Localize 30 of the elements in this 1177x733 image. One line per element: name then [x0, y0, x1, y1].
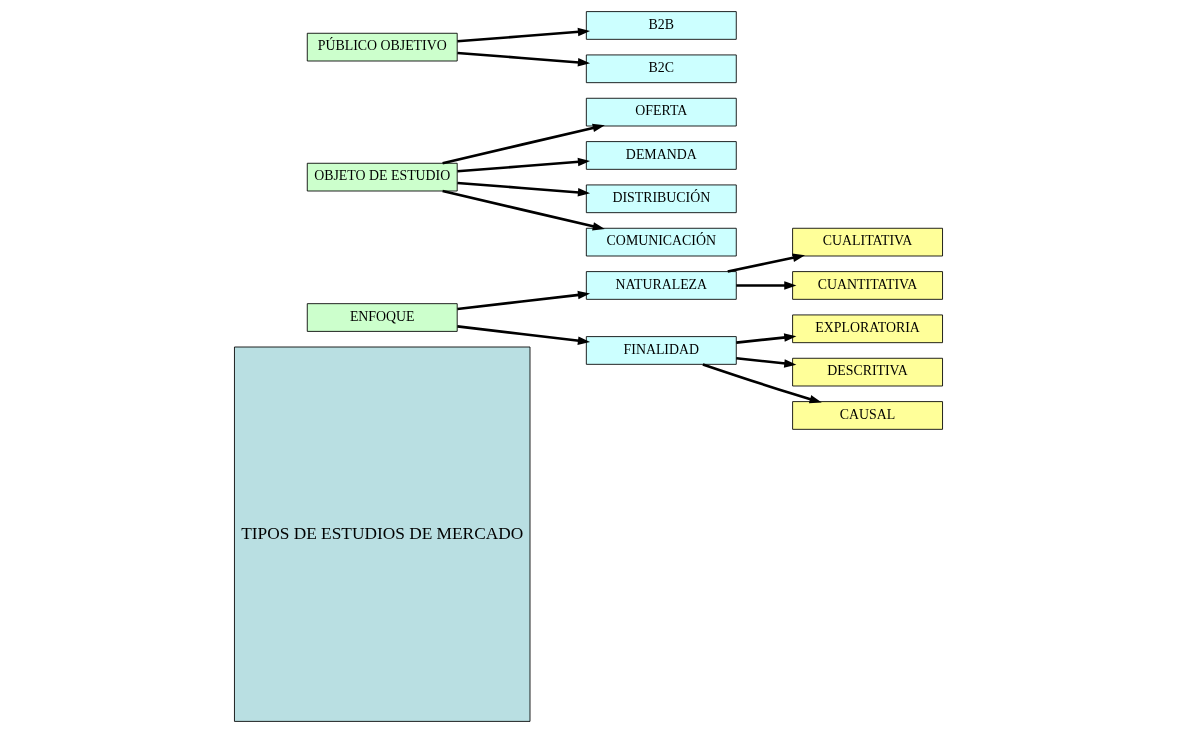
node-box: ENFOQUE: [306, 303, 458, 332]
node-box: PÚBLICO OBJETIVO: [306, 32, 458, 62]
arrow: [457, 27, 591, 43]
node-box: OBJETO DE ESTUDIO: [306, 162, 458, 192]
node-box: B2B: [585, 11, 737, 40]
arrow: [442, 189, 605, 231]
node-box: EXPLORATORIA: [792, 314, 943, 344]
node-box: DESCRITIVA: [792, 357, 943, 387]
node-box: DISTRIBUCIÓN: [585, 184, 737, 214]
arrow: [736, 281, 797, 290]
arrow: [702, 363, 822, 404]
node-box: DEMANDA: [585, 141, 737, 170]
arrow: [457, 325, 591, 345]
arrow: [727, 253, 805, 273]
node-box: NATURALEZA: [585, 271, 737, 300]
node-box: COMUNICACIÓN: [585, 227, 737, 257]
arrow: [736, 357, 797, 368]
arrow: [457, 181, 591, 197]
node-box: CUANTITATIVA: [792, 271, 943, 300]
node-box: CUALITATIVA: [792, 227, 943, 257]
arrow: [736, 333, 797, 344]
arrow: [442, 123, 605, 165]
node-box: OFERTA: [585, 97, 737, 127]
node-box: TIPOS DE ESTUDIOS DE MERCADO: [234, 346, 531, 722]
arrow: [457, 51, 591, 67]
node-box: FINALIDAD: [585, 336, 737, 365]
arrow: [457, 290, 591, 311]
node-box: B2C: [585, 54, 737, 84]
arrow: [457, 157, 591, 173]
node-box: CAUSAL: [792, 401, 943, 430]
